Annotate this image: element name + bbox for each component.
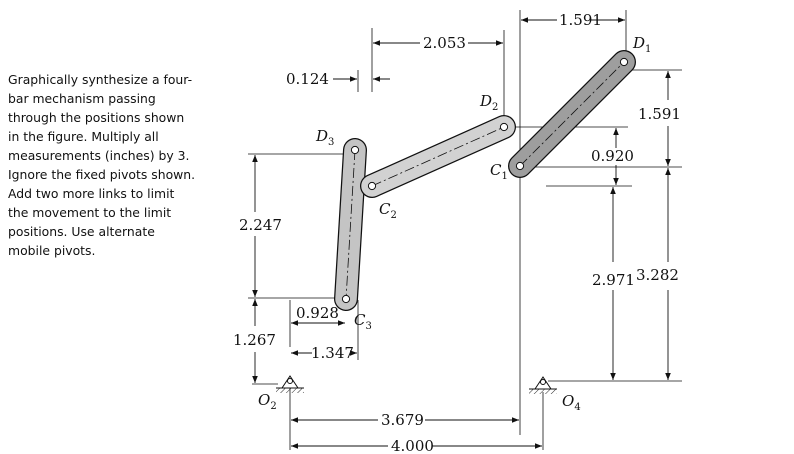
link-position-1: [508, 50, 636, 178]
label-D1: D1: [632, 34, 651, 55]
fixed-pivot-O2: [276, 375, 304, 393]
dim-1591-top: 1.591: [559, 11, 602, 29]
dim-2971: 2.971: [592, 271, 635, 289]
problem-line: in the figure. Multiply all: [8, 129, 159, 144]
dim-1267: 1.267: [233, 331, 276, 349]
label-C1: C1: [490, 161, 508, 182]
problem-line: Ignore the fixed pivots shown.: [8, 167, 196, 182]
label-O4: O4: [562, 392, 581, 413]
problem-line: mobile pivots.: [8, 243, 96, 258]
dimension-labels: 1.591 2.053 0.124 1.591 0.920 2.247 2.97…: [233, 11, 681, 454]
link-position-2: [360, 115, 516, 198]
problem-line: the movement to the limit: [8, 205, 172, 220]
problem-line: bar mechanism passing: [8, 91, 156, 106]
label-C2: C2: [379, 200, 397, 221]
problem-line: Add two more links to limit: [8, 186, 175, 201]
dim-0920: 0.920: [591, 147, 634, 165]
link-position-3: [334, 138, 367, 311]
dimension-arrows: [252, 17, 671, 449]
label-D2: D2: [479, 92, 498, 113]
pin-joints: [341, 57, 629, 304]
dim-2247: 2.247: [239, 216, 282, 234]
pin-D3: [350, 145, 360, 155]
dim-0928: 0.928: [296, 304, 339, 322]
point-labels: D1 D2 D3 C1 C2 C3 O2 O4: [258, 34, 651, 413]
dim-2053: 2.053: [423, 34, 466, 52]
fixed-pivot-O4: [529, 376, 557, 394]
pin-D2: [499, 122, 509, 132]
pin-C1: [515, 161, 525, 171]
extension-lines: [248, 10, 682, 450]
dim-3282: 3.282: [636, 266, 679, 284]
dim-4000: 4.000: [391, 437, 434, 454]
dim-0124: 0.124: [286, 70, 329, 88]
pin-C3: [341, 294, 351, 304]
problem-line: positions. Use alternate: [8, 224, 155, 239]
label-D3: D3: [315, 127, 334, 148]
problem-line: through the positions shown: [8, 110, 185, 125]
problem-line: measurements (inches) by 3.: [8, 148, 190, 163]
pin-C2: [367, 181, 377, 191]
problem-line: Graphically synthesize a four-: [8, 72, 193, 87]
label-C3: C3: [354, 311, 372, 332]
dim-3679: 3.679: [381, 411, 424, 429]
label-O2: O2: [258, 391, 277, 412]
pin-D1: [619, 57, 629, 67]
problem-statement: Graphically synthesize a four- bar mecha…: [8, 70, 208, 260]
dim-1347: 1.347: [311, 344, 354, 362]
dim-1591-right: 1.591: [638, 105, 681, 123]
